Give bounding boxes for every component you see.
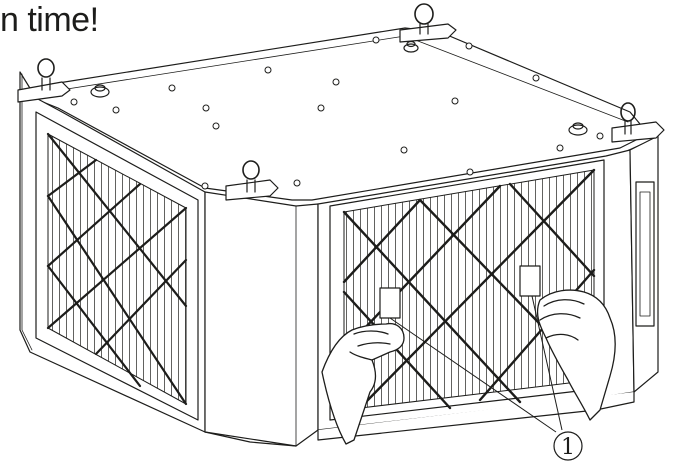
corner-post (205, 192, 318, 446)
callout-circle-icon: 1 (554, 432, 582, 460)
left-hand (322, 324, 404, 444)
eye-bolt-front-left (18, 59, 70, 102)
right-hand (538, 290, 616, 420)
eye-bolt-back (400, 4, 456, 52)
left-filter-panel (20, 72, 205, 432)
right-end-cap (630, 136, 658, 392)
top-plate-rivets (71, 37, 603, 189)
right-filter-panel (318, 150, 634, 440)
instruction-caption: n time! (0, 1, 99, 39)
pull-tab-left (380, 288, 400, 318)
eye-bolt-right (612, 103, 664, 142)
pull-tab-right (520, 266, 540, 296)
callout-leader-lines (390, 296, 562, 432)
callout-number: 1 (561, 435, 575, 460)
eye-bolt-front-middle (226, 161, 278, 200)
